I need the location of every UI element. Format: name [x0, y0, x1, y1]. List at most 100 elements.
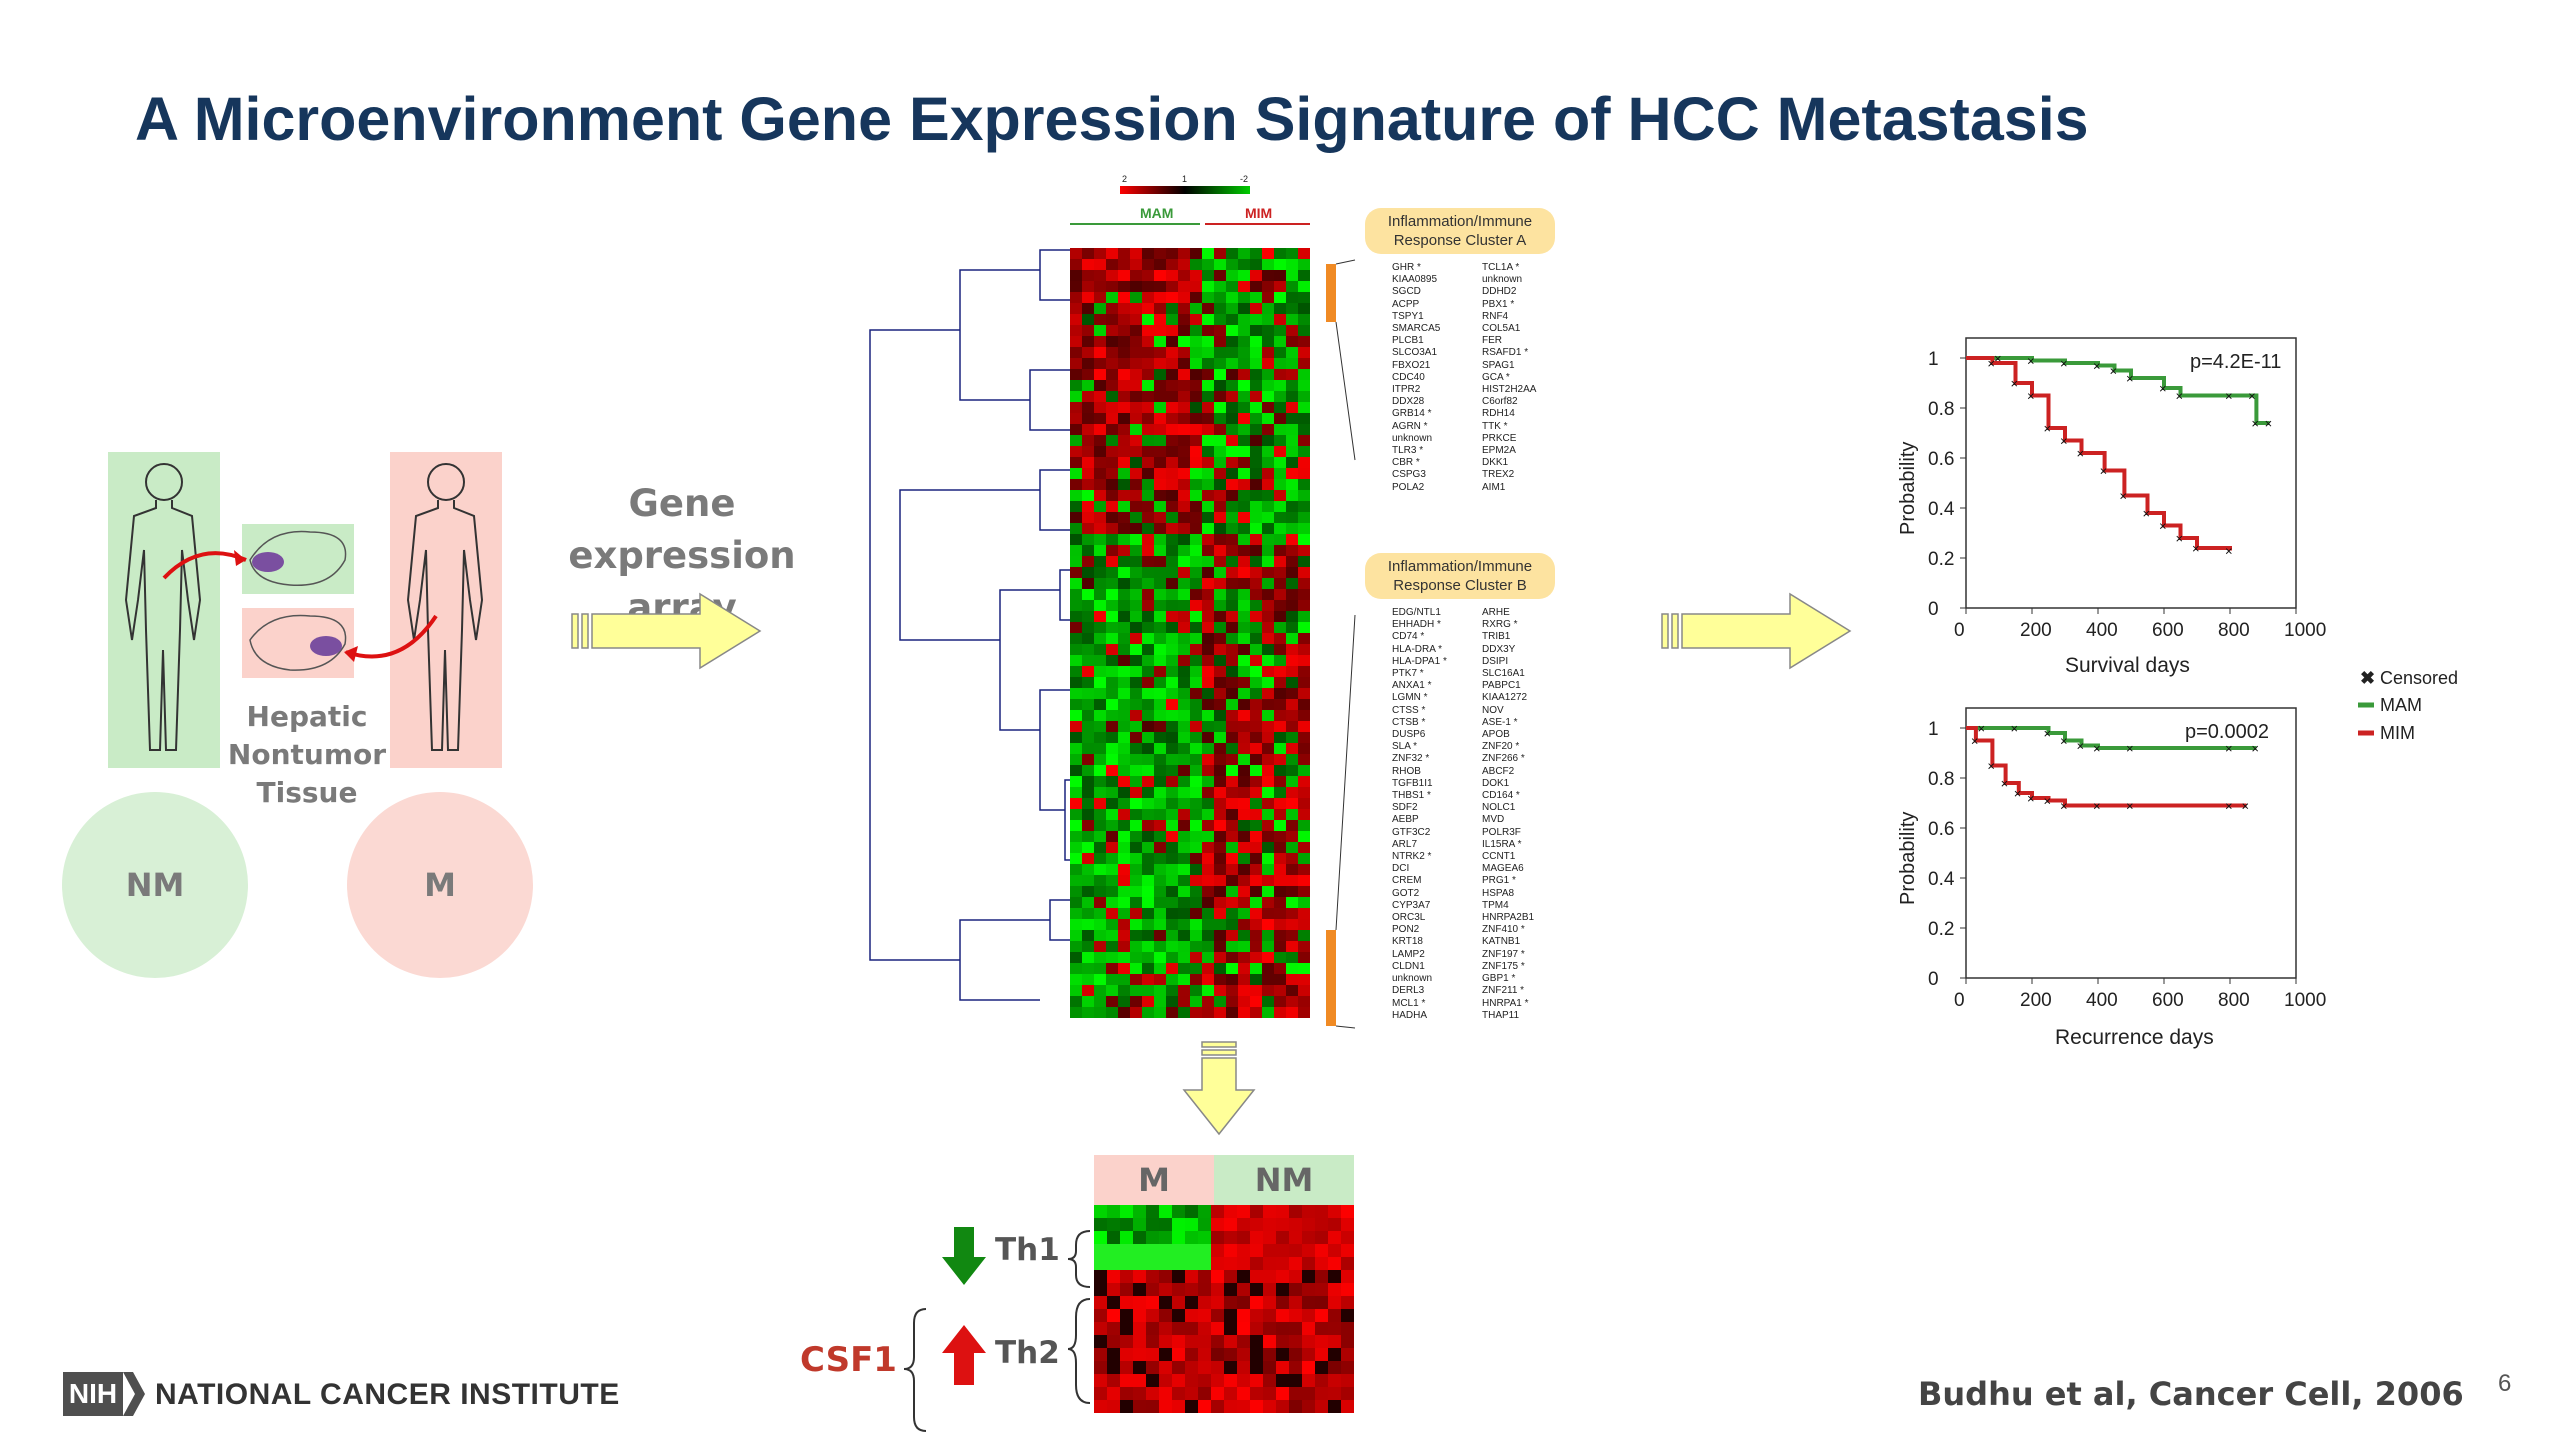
gene-item: DOK1 — [1482, 777, 1510, 789]
heatmap-cell — [1106, 787, 1118, 798]
heatmap-cell — [1118, 424, 1130, 435]
heatmap-cell — [1082, 787, 1094, 798]
th-heatmap-cell — [1133, 1218, 1146, 1231]
heatmap-cell — [1142, 787, 1154, 798]
heatmap-cell — [1190, 435, 1202, 446]
heatmap-cell — [1262, 853, 1274, 864]
th-heatmap-cell — [1250, 1322, 1263, 1335]
heatmap-cell — [1202, 589, 1214, 600]
gene-item: ZNF211 * — [1482, 985, 1525, 997]
heatmap-cell — [1106, 820, 1118, 831]
heatmap-cell — [1166, 303, 1178, 314]
heatmap-cell — [1226, 699, 1238, 710]
heatmap-cell — [1130, 413, 1142, 424]
th-heatmap-cell — [1237, 1400, 1250, 1413]
heatmap-cell — [1226, 831, 1238, 842]
th-heatmap-cell — [1094, 1322, 1107, 1335]
th-heatmap-cell — [1341, 1387, 1354, 1400]
gene-item: TTK * — [1482, 420, 1508, 432]
heatmap-cell — [1202, 688, 1214, 699]
heatmap-cell — [1142, 567, 1154, 578]
heatmap-cell — [1286, 270, 1298, 281]
th-heatmap-cell — [1237, 1296, 1250, 1309]
heatmap-cell — [1238, 501, 1250, 512]
heatmap-cell — [1178, 479, 1190, 490]
th-heatmap-cell — [1211, 1296, 1224, 1309]
th-heatmap-cell — [1315, 1244, 1328, 1257]
heatmap-cell — [1178, 633, 1190, 644]
th-heatmap-cell — [1107, 1374, 1120, 1387]
km2-censor-mark: × — [2027, 791, 2035, 806]
km1-censor-mark: × — [2110, 364, 2118, 379]
th-heatmap-cell — [1289, 1361, 1302, 1374]
heatmap-cell — [1166, 347, 1178, 358]
heatmap-cell — [1286, 358, 1298, 369]
heatmap-cell — [1106, 248, 1118, 259]
heatmap-cell — [1250, 292, 1262, 303]
heatmap-cell — [1106, 468, 1118, 479]
heatmap-cell — [1118, 754, 1130, 765]
th-heatmap-cell — [1263, 1296, 1276, 1309]
heatmap-cell — [1166, 435, 1178, 446]
heatmap-cell — [1094, 732, 1106, 743]
gene-item: EHHADH * — [1392, 619, 1441, 631]
heatmap-cell — [1214, 798, 1226, 809]
th-heatmap-cell — [1263, 1205, 1276, 1218]
heatmap-cell — [1238, 358, 1250, 369]
heatmap-cell — [1262, 424, 1274, 435]
heatmap-cell — [1130, 831, 1142, 842]
heatmap-cell — [1226, 963, 1238, 974]
th-heatmap-cell — [1185, 1335, 1198, 1348]
heatmap-cell — [1094, 446, 1106, 457]
heatmap-cell — [1154, 930, 1166, 941]
th-heatmap-cell — [1237, 1361, 1250, 1374]
heatmap-cell — [1190, 380, 1202, 391]
th-heatmap-cell — [1159, 1218, 1172, 1231]
heatmap-cell — [1094, 380, 1106, 391]
km1-xtick: 0 — [1954, 620, 1965, 641]
heatmap-cell — [1262, 446, 1274, 457]
heatmap-cell — [1190, 787, 1202, 798]
th-heatmap-cell — [1224, 1283, 1237, 1296]
th-heatmap-cell — [1250, 1244, 1263, 1257]
heatmap-cell — [1118, 435, 1130, 446]
heatmap-cell — [1274, 1007, 1286, 1018]
gene-item: SDF2 — [1392, 802, 1418, 814]
th-heatmap-cell — [1094, 1361, 1107, 1374]
heatmap-cell — [1118, 798, 1130, 809]
heatmap-cell — [1262, 1007, 1274, 1018]
heatmap-cell — [1178, 424, 1190, 435]
gene-item: PBX1 * — [1482, 298, 1515, 310]
km1-censor-mark: × — [2060, 434, 2068, 449]
heatmap-cell — [1178, 798, 1190, 809]
th-heatmap-cell — [1224, 1231, 1237, 1244]
heatmap-cell — [1202, 622, 1214, 633]
th-heatmap-cell — [1328, 1283, 1341, 1296]
arrow-right-2 — [1661, 592, 1852, 670]
th-heatmap-cell — [1133, 1335, 1146, 1348]
heatmap-cell — [1298, 358, 1310, 369]
nih-logo: NIH — [63, 1372, 123, 1416]
th-heatmap-cell — [1159, 1400, 1172, 1413]
heatmap-cell — [1070, 743, 1082, 754]
heatmap-cell — [1286, 534, 1298, 545]
th-heatmap-cell — [1302, 1348, 1315, 1361]
arrow-m-to-liver — [345, 614, 438, 659]
heatmap-cell — [1274, 754, 1286, 765]
heatmap-cell — [1070, 413, 1082, 424]
heatmap-cell — [1190, 765, 1202, 776]
heatmap-cell — [1142, 985, 1154, 996]
heatmap-cell — [1274, 281, 1286, 292]
heatmap-cell — [1082, 545, 1094, 556]
heatmap-cell — [1214, 336, 1226, 347]
km1-pvalue: p=4.2E-11 — [2190, 351, 2281, 373]
heatmap-cell — [1202, 556, 1214, 567]
heatmap-cell — [1286, 941, 1298, 952]
heatmap-cell — [1214, 688, 1226, 699]
th-heatmap-cell — [1185, 1348, 1198, 1361]
heatmap-cell — [1262, 644, 1274, 655]
heatmap-cell — [1106, 666, 1118, 677]
heatmap-cell — [1142, 281, 1154, 292]
heatmap-cell — [1202, 611, 1214, 622]
heatmap-cell — [1262, 391, 1274, 402]
